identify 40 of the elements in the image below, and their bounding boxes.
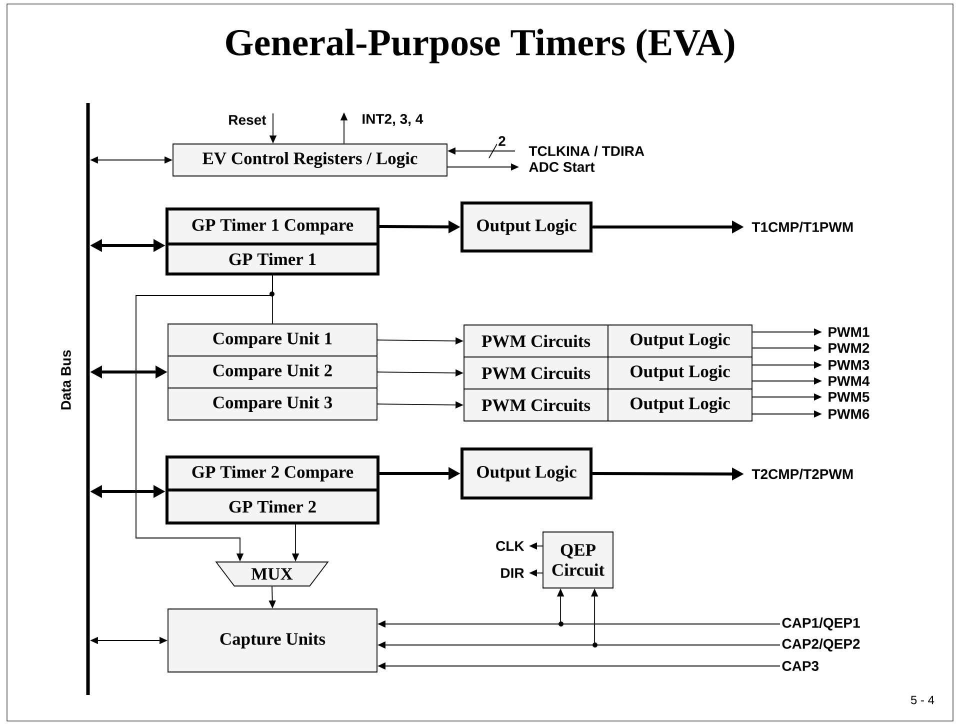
block-box: Compare Unit 2 (168, 356, 378, 388)
block-box: PWM Circuits (464, 356, 608, 390)
block-box: QEP Circuit (542, 532, 614, 588)
block-box: Compare Unit 1 (168, 324, 378, 356)
block-box: GP Timer 1 (166, 242, 380, 276)
signal-label: TCLKINA / TDIRA (528, 146, 644, 156)
signal-label: PWM1 (828, 327, 870, 337)
block-box: Output Logic (608, 356, 752, 390)
block-box: GP Timer 2 Compare (166, 456, 380, 492)
edge-label: 2 (497, 135, 507, 147)
data-bus: Data Bus (61, 103, 90, 695)
block-box: PWM Circuits (464, 324, 608, 358)
signal-label: T2CMP/T2PWM (752, 468, 853, 480)
signal-label: ADC Start (529, 162, 595, 172)
signal-label: PWM5 (828, 392, 870, 402)
title: General-Purpose Timers (EVA) (226, 28, 734, 64)
block-box: Output Logic (460, 202, 592, 252)
block-box: EV Control Registers / Logic (172, 144, 448, 176)
block-box: GP Timer 1 Compare (166, 208, 380, 246)
block-box: Compare Unit 3 (168, 388, 378, 420)
signal-label: PWM2 (828, 343, 870, 353)
block-box: Output Logic (608, 388, 752, 422)
signal-label: CLK (496, 541, 524, 551)
page-number: 5 - 4 (910, 696, 934, 704)
signal-label: INT2, 3, 4 (362, 114, 424, 126)
signal-label: CAP1/QEP1 (782, 618, 860, 630)
block-box: GP Timer 2 (166, 488, 380, 524)
signal-label: CAP2/QEP2 (782, 638, 860, 652)
block-box: Output Logic (608, 324, 752, 358)
signal-label: PWM3 (828, 360, 870, 370)
signal-label: Reset (229, 115, 266, 125)
signal-label: T1CMP/T1PWM (752, 222, 853, 232)
node-label: Data Bus (61, 350, 71, 410)
block-box: Capture Units (168, 608, 378, 672)
block-box: PWM Circuits (464, 388, 608, 422)
block-box: Output Logic (460, 448, 592, 500)
signal-label: DIR (501, 568, 524, 578)
signal-label: PWM4 (828, 376, 870, 386)
signal-label: CAP3 (782, 661, 819, 671)
signal-label: PWM6 (828, 409, 870, 419)
